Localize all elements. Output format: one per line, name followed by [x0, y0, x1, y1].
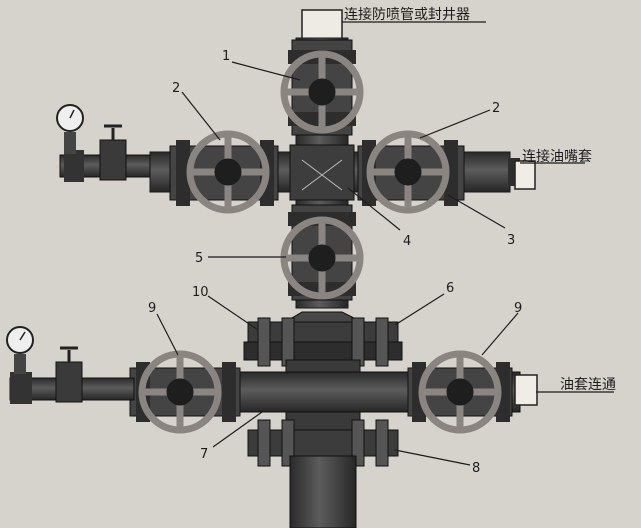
handwheel-1	[280, 50, 364, 134]
handwheel-5	[280, 216, 364, 300]
top-connection-stub	[301, 9, 343, 41]
callout-10: 10	[192, 285, 209, 300]
callout-9-left: 9	[148, 301, 156, 316]
cross-body	[289, 144, 355, 201]
callout-2-right: 2	[492, 101, 500, 116]
handwheel-2-right	[366, 130, 450, 214]
label-top-connection: 连接防喷管或封井器	[344, 6, 470, 23]
handwheel-2-left	[186, 130, 270, 214]
casing-pipe-bottom	[289, 455, 357, 528]
callout-2-left: 2	[172, 81, 180, 96]
pressure-gauge-lower	[6, 326, 135, 404]
label-tubing-casing-connection: 油套连通	[560, 377, 616, 393]
callout-8: 8	[472, 461, 480, 476]
leader-lines	[156, 21, 614, 466]
pressure-gauge-upper	[56, 104, 151, 182]
label-choke-connection: 连接油嘴套	[522, 148, 592, 165]
callout-1: 1	[222, 49, 230, 64]
callout-9-right: 9	[514, 301, 522, 316]
callout-4: 4	[403, 234, 411, 249]
callout-3: 3	[507, 233, 515, 248]
handwheel-9-left	[138, 350, 222, 434]
callout-7: 7	[200, 447, 208, 462]
callout-6: 6	[446, 281, 454, 296]
casing-head-lower-flange	[247, 419, 399, 467]
handwheel-9-right	[418, 350, 502, 434]
callout-5: 5	[195, 251, 203, 266]
